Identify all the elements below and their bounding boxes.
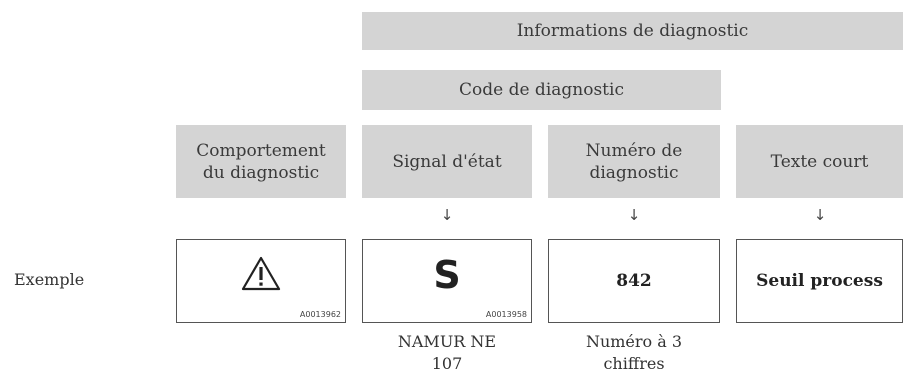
- header-informations-diagnostic: Informations de diagnostic: [362, 12, 903, 50]
- diagnostic-number-value: 842: [616, 271, 652, 291]
- column-header-comportement: Comportement du diagnostic: [176, 125, 346, 198]
- example-box-behavior: A0013962: [176, 239, 346, 323]
- header-info-text: Informations de diagnostic: [516, 21, 749, 41]
- column-header-numero-text: Numéro de diagnostic: [585, 140, 683, 183]
- column-header-signal: Signal d'état: [362, 125, 532, 198]
- warning-triangle-icon: [241, 256, 281, 291]
- figure-code: A0013958: [485, 310, 527, 319]
- header-code-text: Code de diagnostic: [459, 80, 624, 100]
- down-arrow-icon: ↓: [813, 206, 827, 224]
- example-box-status-signal: S A0013958: [362, 239, 532, 323]
- header-code-diagnostic: Code de diagnostic: [362, 70, 721, 110]
- example-box-short-text: Seuil process: [736, 239, 903, 323]
- column-header-texte-court-text: Texte court: [770, 151, 869, 172]
- note-numero-3-chiffres: Numéro à 3 chiffres: [585, 332, 683, 373]
- short-text-value: Seuil process: [756, 271, 883, 291]
- figure-code: A0013962: [299, 310, 341, 319]
- status-signal-s-icon: S: [433, 253, 461, 297]
- note-namur: NAMUR NE 107: [397, 332, 497, 373]
- row-label-exemple: Exemple: [14, 270, 85, 289]
- column-header-numero: Numéro de diagnostic: [548, 125, 720, 198]
- down-arrow-icon: ↓: [440, 206, 454, 224]
- down-arrow-icon: ↓: [627, 206, 641, 224]
- column-header-texte-court: Texte court: [736, 125, 903, 198]
- column-header-comportement-text: Comportement du diagnostic: [196, 140, 326, 183]
- example-box-diagnostic-number: 842: [548, 239, 720, 323]
- column-header-signal-text: Signal d'état: [392, 151, 502, 172]
